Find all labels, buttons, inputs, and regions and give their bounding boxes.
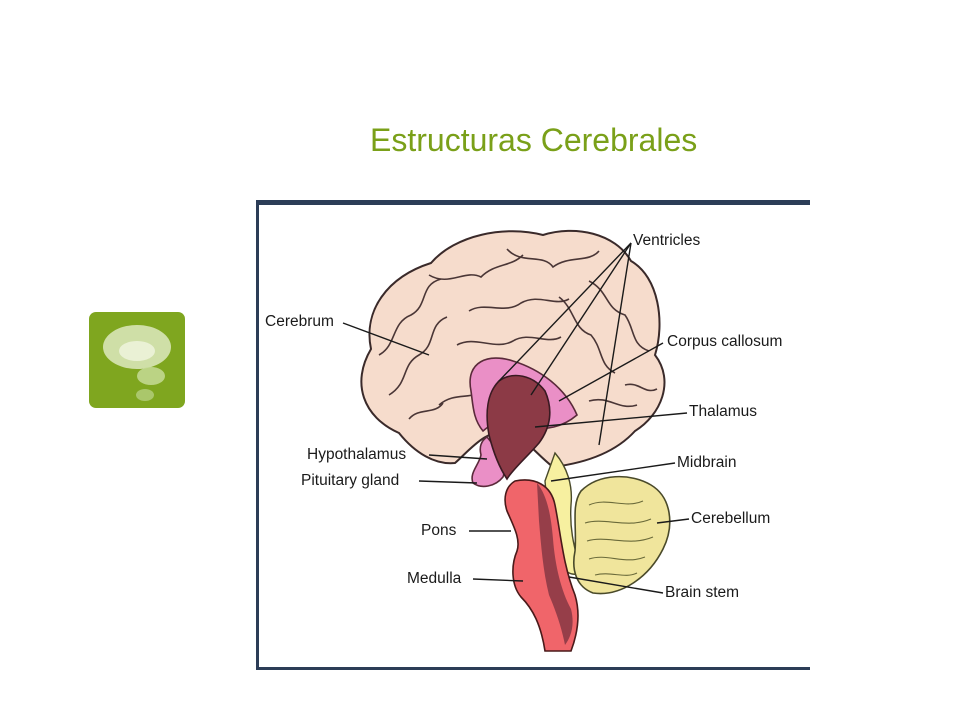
label-corpus-callosum: Corpus callosum [667,333,782,350]
brain-diagram-frame: Ventricles Cerebrum Corpus callosum Thal… [256,200,810,670]
label-cerebrum: Cerebrum [265,313,334,330]
label-brain-stem: Brain stem [665,584,739,601]
label-thalamus: Thalamus [689,403,757,420]
label-ventricles: Ventricles [633,232,700,249]
label-medulla: Medulla [407,570,462,587]
slide-title: Estructuras Cerebrales [370,122,698,158]
leader-lines [342,242,690,594]
label-pituitary-gland: Pituitary gland [301,472,399,489]
thought-bubble-icon [103,325,171,401]
brain-stem-core [537,483,573,645]
label-cerebellum: Cerebellum [691,510,770,527]
cerebellum-shape [573,475,671,595]
label-pons: Pons [421,522,457,539]
label-midbrain: Midbrain [677,454,736,471]
label-hypothalamus: Hypothalamus [307,446,406,463]
thought-bubble-badge [89,312,185,408]
cerebrum-gyri [378,248,658,420]
cerebellum-folia [584,500,654,576]
brain-diagram: Ventricles Cerebrum Corpus callosum Thal… [265,229,782,652]
thalamus-shape [486,374,551,481]
